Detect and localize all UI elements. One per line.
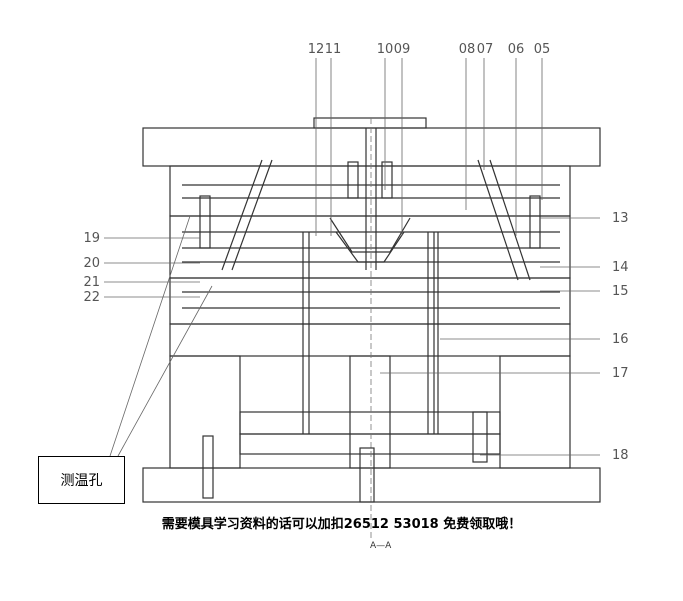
left-spacer-block [169, 355, 241, 469]
callout-08: 08 [459, 42, 476, 57]
a-plate [169, 165, 571, 217]
callout-18: 18 [612, 448, 629, 463]
callout-09: 09 [394, 42, 411, 57]
callout-13: 13 [612, 211, 629, 226]
callout-15: 15 [612, 284, 629, 299]
locating-ring [313, 117, 427, 129]
bottom-clamp-plate [142, 467, 601, 503]
callout-22: 22 [83, 290, 100, 305]
callout-05: 05 [534, 42, 551, 57]
leader-lines [104, 58, 600, 457]
callout-10: 10 [377, 42, 394, 57]
callout-16: 16 [612, 332, 629, 347]
ejector-plate [239, 433, 501, 455]
spacer-plate [169, 323, 571, 357]
temperature-hole-label: 测温孔 [38, 456, 125, 504]
callout-14: 14 [612, 260, 629, 275]
support-plate [169, 277, 571, 325]
callout-12: 12 [308, 42, 325, 57]
footer-note: 需要模具学习资料的话可以加扣26512 53018 免费领取哦！ [161, 517, 522, 532]
callout-07: 07 [477, 42, 494, 57]
callout-21: 21 [83, 275, 100, 290]
ejector-retainer-plate [239, 411, 501, 435]
section-label: A—A [370, 541, 392, 551]
top-clamp-plate [142, 127, 601, 167]
callout-11: 11 [325, 42, 342, 57]
callout-19: 19 [83, 231, 100, 246]
callout-17: 17 [612, 366, 629, 381]
callout-06: 06 [508, 42, 525, 57]
callout-20: 20 [83, 256, 100, 271]
